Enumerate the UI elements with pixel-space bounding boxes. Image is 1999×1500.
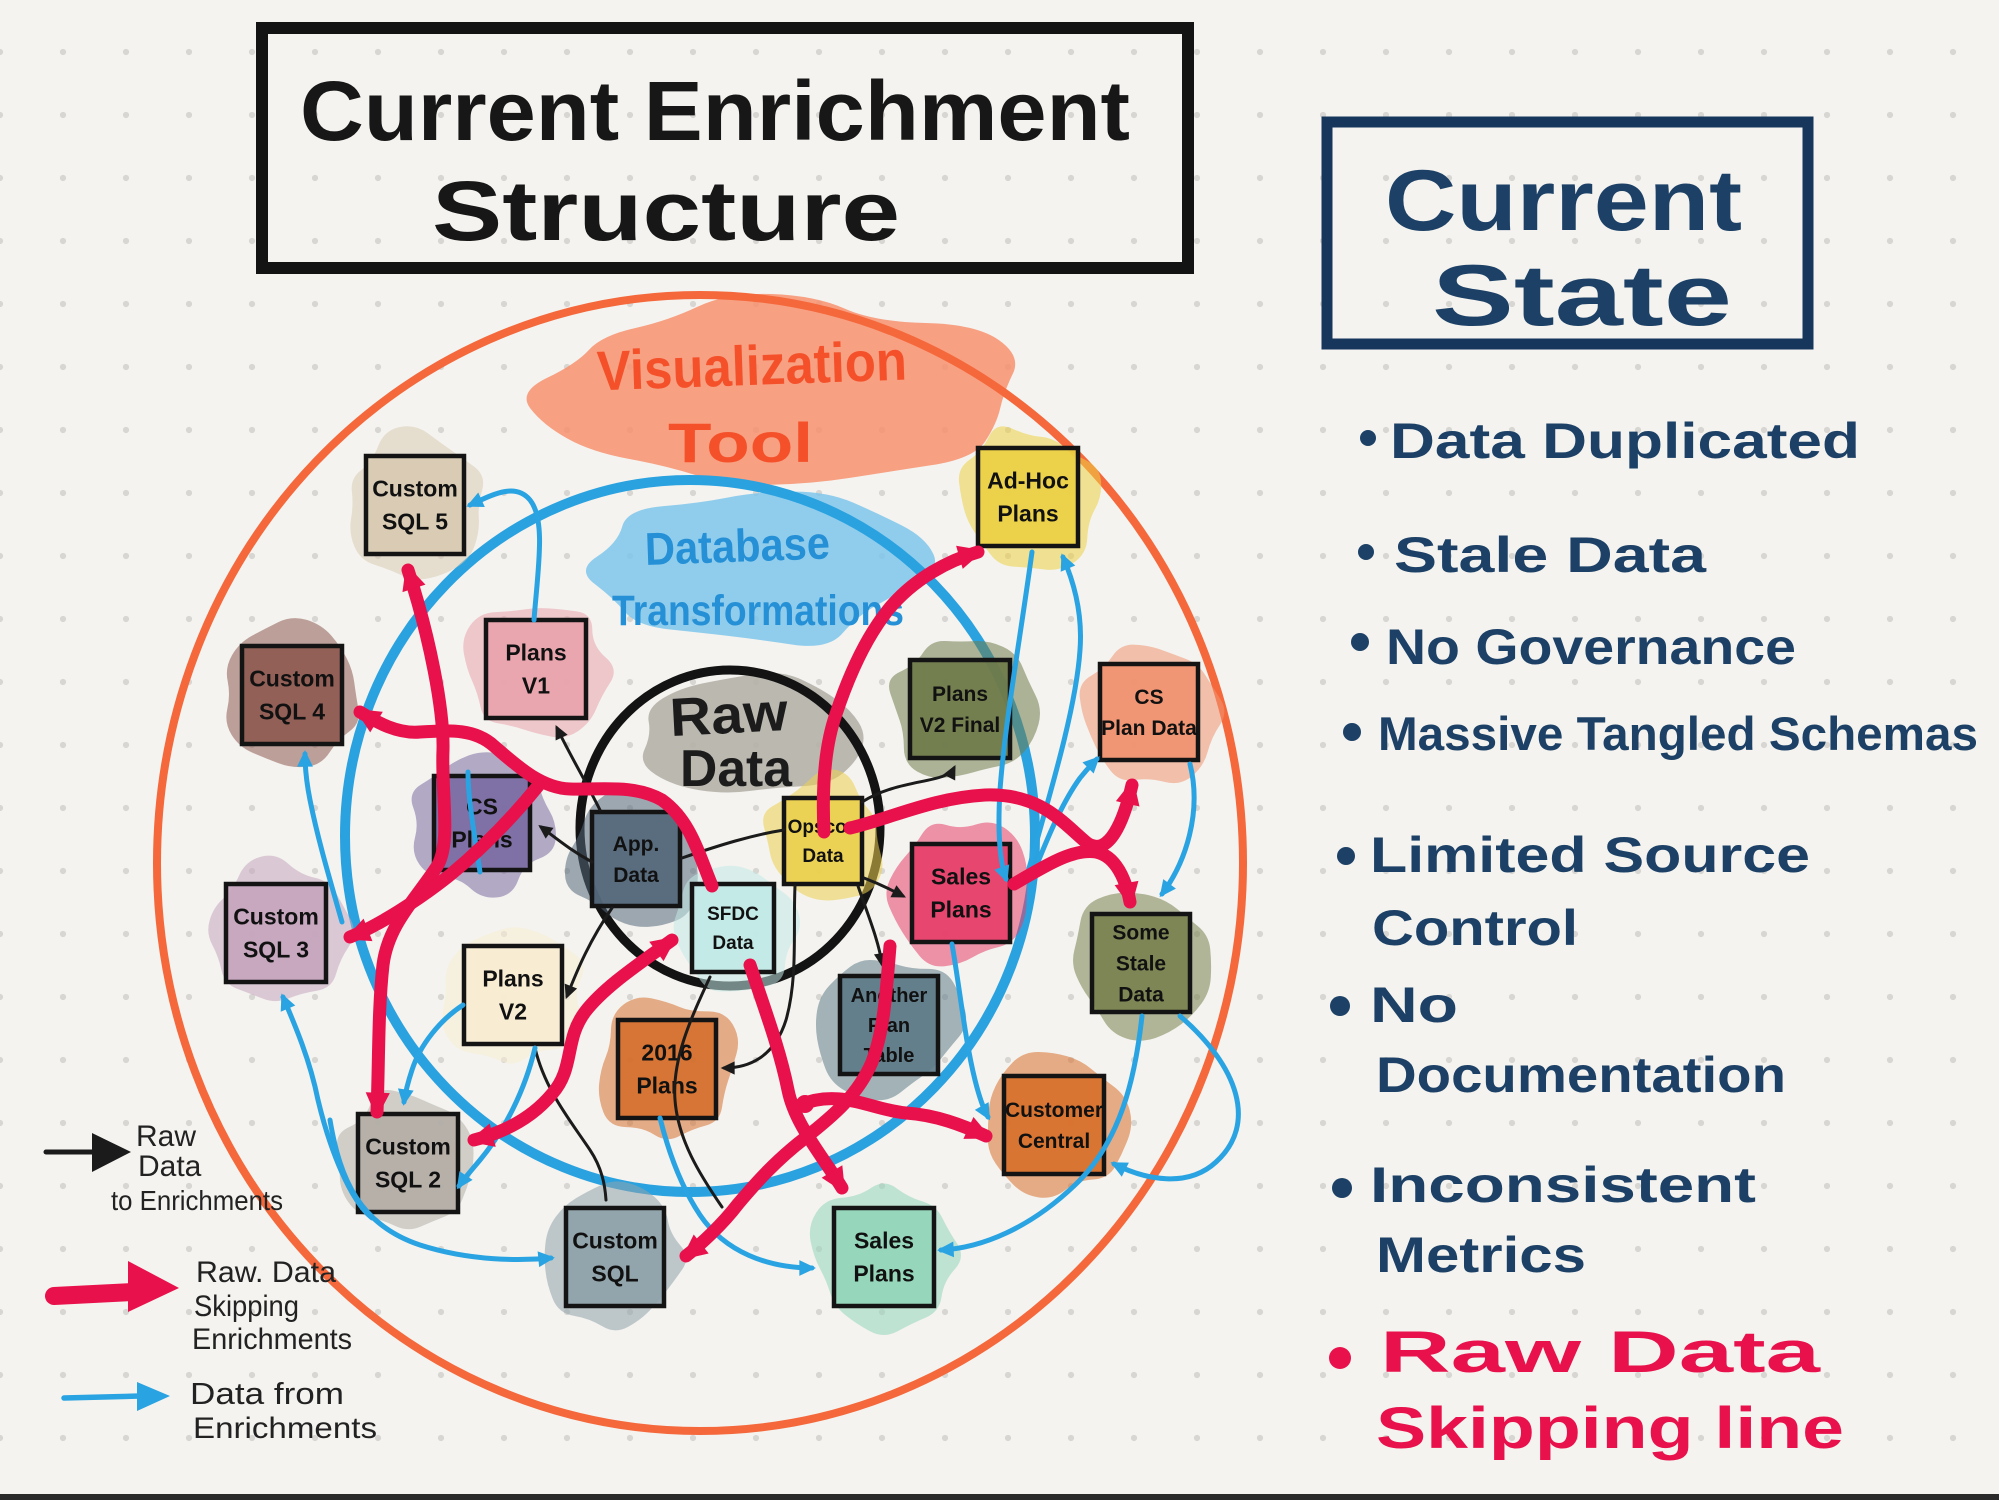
svg-text:Skipping line: Skipping line	[1376, 1396, 1844, 1461]
svg-text:Structure: Structure	[432, 164, 900, 258]
svg-text:SQL 2: SQL 2	[375, 1167, 441, 1193]
svg-text:Custom: Custom	[572, 1228, 658, 1254]
svg-text:Stale: Stale	[1116, 952, 1166, 975]
svg-text:State: State	[1432, 248, 1732, 344]
svg-text:SQL: SQL	[591, 1261, 638, 1287]
svg-text:Data: Data	[138, 1150, 202, 1183]
svg-text:Data: Data	[1118, 983, 1164, 1006]
svg-text:V2: V2	[499, 999, 527, 1025]
svg-text:Central: Central	[1018, 1130, 1090, 1153]
svg-text:Database: Database	[644, 517, 831, 575]
svg-text:Raw: Raw	[668, 682, 790, 748]
svg-text:Custom: Custom	[249, 666, 335, 692]
svg-text:Raw Data: Raw Data	[1380, 1320, 1821, 1385]
svg-text:Custom: Custom	[365, 1134, 451, 1160]
svg-text:Stale Data: Stale Data	[1394, 527, 1708, 583]
svg-text:Plans: Plans	[853, 1261, 914, 1287]
svg-text:No Governance: No Governance	[1386, 619, 1796, 675]
svg-text:No: No	[1370, 977, 1458, 1033]
svg-text:Plans: Plans	[997, 501, 1058, 527]
svg-text:Enrichments: Enrichments	[193, 1412, 377, 1445]
svg-text:to Enrichments: to Enrichments	[111, 1185, 283, 1216]
svg-text:Custom: Custom	[372, 476, 458, 502]
svg-text:Sales: Sales	[931, 864, 991, 890]
svg-text:Current Enrichment: Current Enrichment	[300, 64, 1130, 158]
svg-text:Plans: Plans	[930, 897, 991, 923]
svg-text:Plan Data: Plan Data	[1101, 717, 1197, 740]
svg-text:Raw. Data: Raw. Data	[196, 1256, 336, 1289]
svg-text:Limited Source: Limited Source	[1370, 827, 1810, 883]
svg-text:Visualization: Visualization	[596, 329, 908, 403]
svg-text:Current: Current	[1385, 153, 1742, 249]
svg-text:Ad-Hoc: Ad-Hoc	[987, 468, 1069, 494]
svg-text:V2 Final: V2 Final	[920, 714, 1001, 737]
svg-text:CS: CS	[1134, 686, 1163, 709]
svg-text:Sales: Sales	[854, 1228, 914, 1254]
svg-text:Plans: Plans	[482, 966, 543, 992]
svg-text:Plans: Plans	[932, 683, 988, 706]
svg-text:Massive Tangled Schemas: Massive Tangled Schemas	[1378, 707, 1978, 760]
svg-text:Data Duplicated: Data Duplicated	[1390, 413, 1860, 469]
svg-text:Tool: Tool	[668, 411, 813, 474]
svg-text:Data: Data	[613, 864, 659, 887]
svg-text:Enrichments: Enrichments	[192, 1323, 352, 1356]
svg-text:Transformations: Transformations	[612, 587, 904, 635]
svg-text:Inconsistent: Inconsistent	[1370, 1157, 1756, 1213]
svg-text:V1: V1	[522, 673, 550, 699]
svg-text:Data: Data	[680, 740, 793, 798]
svg-text:Plans: Plans	[505, 640, 566, 666]
svg-text:App.: App.	[613, 833, 660, 856]
svg-text:SQL 3: SQL 3	[243, 937, 309, 963]
svg-text:Metrics: Metrics	[1376, 1227, 1586, 1283]
svg-text:Custom: Custom	[233, 904, 319, 930]
svg-text:Raw: Raw	[136, 1120, 196, 1153]
svg-text:Documentation: Documentation	[1376, 1047, 1786, 1103]
svg-text:SQL 5: SQL 5	[382, 509, 448, 535]
svg-text:SFDC: SFDC	[707, 904, 759, 925]
svg-text:Data: Data	[802, 846, 844, 867]
svg-text:Plans: Plans	[636, 1073, 697, 1099]
svg-text:Skipping: Skipping	[194, 1290, 299, 1323]
svg-text:Some: Some	[1112, 921, 1169, 944]
svg-text:2016: 2016	[641, 1040, 692, 1066]
svg-text:Data from: Data from	[190, 1376, 344, 1411]
svg-text:SQL 4: SQL 4	[259, 699, 325, 725]
svg-text:Data: Data	[712, 933, 754, 954]
svg-text:Customer: Customer	[1005, 1099, 1103, 1122]
svg-text:Control: Control	[1372, 900, 1578, 956]
